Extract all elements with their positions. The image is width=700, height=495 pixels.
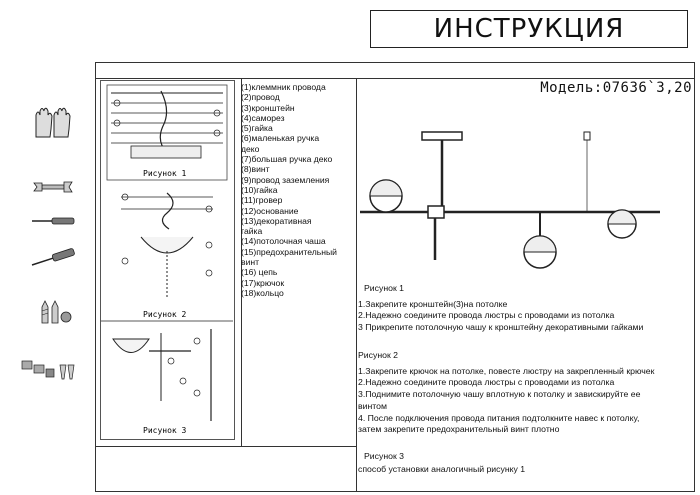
frame-lower-divider	[96, 446, 356, 447]
instruction-step: 1.Закрепите кронштейн(3)на потолке	[358, 298, 508, 309]
legend-item: (2)провод	[241, 92, 280, 103]
legend-item: (18)кольцо	[241, 287, 284, 298]
legend-item: (12)основание	[241, 205, 299, 216]
instruction-step: 2.Надежно соедините провода люстры с про…	[358, 310, 615, 321]
legend-item: (9)провод заземления	[241, 174, 330, 185]
assembly-diagrams: Рисунок 1 Рисунок 2 Рисунок 3	[100, 80, 235, 440]
frame-top-divider	[96, 78, 694, 79]
legend-item: (3)кронштейн	[241, 102, 295, 113]
instruction-step: способ установки аналогичный рисунку 1	[358, 463, 526, 474]
instruction-step: винтом	[358, 400, 387, 411]
legend-item: винт	[241, 257, 260, 268]
chandelier-drawing	[360, 131, 660, 269]
gloves-icon	[35, 107, 71, 138]
instruction-step: затем закрепите предохранительный винт п…	[358, 424, 560, 435]
legend-item: (10)гайка	[241, 184, 278, 195]
phillips-screwdriver-icon	[31, 248, 75, 266]
page-title: ИНСТРУКЦИЯ	[370, 10, 688, 48]
figure-3-diagram: Рисунок 3	[101, 320, 233, 435]
legend-item: (13)декоративная	[241, 215, 312, 226]
instruction-step: 1.Закрепите крючок на потолке, повесте л…	[358, 365, 655, 376]
legend-item: (17)крючок	[241, 277, 285, 288]
instruction-step: 4. После подключения провода питания под…	[358, 412, 640, 423]
legend-item: деко	[241, 143, 260, 154]
instruction-step: 3 Прикрепите потолочную чашу к кронштейн…	[358, 322, 644, 333]
connectors-icon	[21, 360, 75, 380]
screws-icon	[41, 300, 72, 324]
legend-item: (5)гайка	[241, 123, 273, 134]
legend-item: (16) цепь	[241, 267, 278, 278]
tools-illustration	[21, 107, 75, 380]
instructions-figure-2: Рисунок 2 1.Закрепите крючок на потолке,…	[358, 350, 654, 436]
instructions-figure-1: Рисунок 1 1.Закрепите кронштейн(3)на пот…	[358, 283, 643, 334]
parts-legend: (1)клеммник провода (2)провод (3)кронште…	[241, 82, 353, 298]
legend-item: (15)предохранительный	[241, 246, 337, 257]
instruction-step: 2.Надежно соедините провода люстры с про…	[358, 377, 615, 388]
legend-item: гайка	[241, 226, 263, 237]
instructions-heading: Рисунок 1	[364, 283, 405, 293]
instructions-heading: Рисунок 3	[364, 451, 405, 461]
instructions-figure-3: Рисунок 3 способ установки аналогичный р…	[358, 451, 525, 475]
legend-item: (14)потолочная чаша	[241, 236, 326, 247]
instruction-frame	[95, 62, 695, 492]
tools-column	[20, 95, 90, 395]
figure-2-diagram: Рисунок 2	[121, 192, 213, 319]
legend-item: (1)клеммник провода	[241, 82, 326, 92]
figure-1-diagram: Рисунок 1	[106, 84, 228, 181]
screwdriver-icon	[32, 217, 75, 225]
legend-item: (6)маленькая ручка	[241, 133, 320, 144]
legend-item: (7)большая ручка деко	[241, 154, 333, 165]
figure-2-caption: Рисунок 2	[143, 310, 187, 319]
figure-1-caption: Рисунок 1	[143, 169, 187, 178]
instruction-step: 3.Поднимите потолочную чашу вплотную к п…	[358, 389, 641, 400]
figure-3-caption: Рисунок 3	[143, 426, 187, 435]
wrench-icon	[33, 181, 73, 193]
legend-divider-left	[241, 78, 242, 446]
legend-item: (4)саморез	[241, 112, 285, 123]
legend-item: (11)гровер	[241, 195, 283, 206]
frame-center-divider	[356, 78, 357, 492]
legend-item: (8)винт	[241, 164, 270, 175]
model-number: Модель:07636`3,20	[540, 80, 692, 96]
instructions-heading: Рисунок 2	[358, 350, 399, 360]
